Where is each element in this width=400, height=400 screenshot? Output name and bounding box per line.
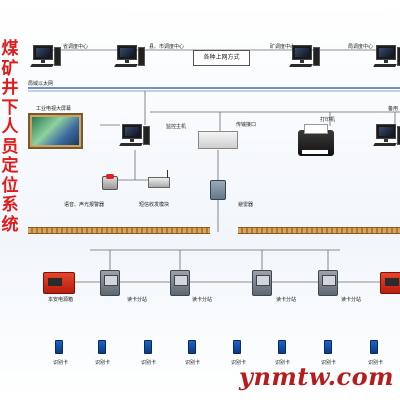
- right-node-label: 备用: [388, 106, 399, 112]
- id-card-icon: [278, 340, 286, 354]
- computer-icon: [30, 45, 61, 73]
- id-card-icon: [98, 340, 106, 354]
- big-screen-icon: [28, 113, 83, 149]
- computer-icon: [289, 45, 320, 73]
- arrester-label: 避雷器: [238, 202, 254, 208]
- power-box-label: 本安电源箱: [48, 297, 74, 303]
- top-node-label: 县、市调度中心: [149, 44, 185, 50]
- voice-alarm-label: 语音、声光报警器: [64, 202, 105, 208]
- id-card-label: 识别卡: [95, 360, 111, 366]
- id-card-label: 识别卡: [275, 360, 291, 366]
- lightning-arrester-icon: [210, 180, 226, 200]
- id-card-icon: [55, 340, 63, 354]
- id-card-icon: [370, 340, 378, 354]
- computer-icon: [373, 124, 400, 152]
- lan-label: 局域以太网: [28, 81, 54, 87]
- interface-box-icon: [198, 131, 238, 149]
- sms-module-icon: [148, 170, 170, 188]
- id-card-label: 识别卡: [231, 360, 247, 366]
- id-card-icon: [233, 340, 241, 354]
- host-label: 监控主机: [166, 124, 187, 130]
- reader-station-icon: [252, 270, 272, 296]
- top-node-label: 矿调度中心: [270, 44, 296, 50]
- network-method-box: 各种上网方式: [193, 50, 250, 66]
- id-card-label: 识别卡: [53, 360, 69, 366]
- reader-station-icon: [100, 270, 120, 296]
- alarm-icon: [102, 174, 118, 190]
- mine-tunnel-rail: [28, 227, 210, 234]
- reader-station-label: 读卡分站: [276, 297, 297, 303]
- id-card-label: 识别卡: [368, 360, 384, 366]
- reader-station-label: 读卡分站: [192, 297, 213, 303]
- id-card-icon: [324, 340, 332, 354]
- top-node-label: 省调度中心: [63, 44, 89, 50]
- power-box-icon: [380, 272, 400, 294]
- reader-station-label: 读卡分站: [127, 297, 148, 303]
- printer-label: 打印机: [320, 117, 336, 123]
- id-card-icon: [188, 340, 196, 354]
- watermark: ynmtw.com: [239, 362, 394, 391]
- reader-station-icon: [318, 270, 338, 296]
- system-title-vertical: 煤矿 井下 人员 定位 系统: [1, 39, 19, 235]
- printer-icon: [298, 124, 334, 156]
- id-card-label: 识别卡: [141, 360, 157, 366]
- interface-label: 传输接口: [236, 122, 257, 128]
- top-node-label: 局调度中心: [348, 44, 374, 50]
- reader-station-label: 读卡分站: [341, 297, 362, 303]
- computer-icon: [114, 45, 145, 73]
- mine-tunnel-rail: [238, 227, 400, 234]
- id-card-label: 识别卡: [321, 360, 337, 366]
- power-box-icon: [43, 272, 75, 294]
- reader-station-icon: [170, 270, 190, 296]
- computer-icon: [373, 45, 400, 73]
- id-card-icon: [144, 340, 152, 354]
- sms-module-label: 短信收发模块: [139, 202, 170, 208]
- computer-icon: [119, 124, 150, 152]
- big-screen-label: 工业电视大屏幕: [36, 106, 72, 112]
- id-card-label: 识别卡: [185, 360, 201, 366]
